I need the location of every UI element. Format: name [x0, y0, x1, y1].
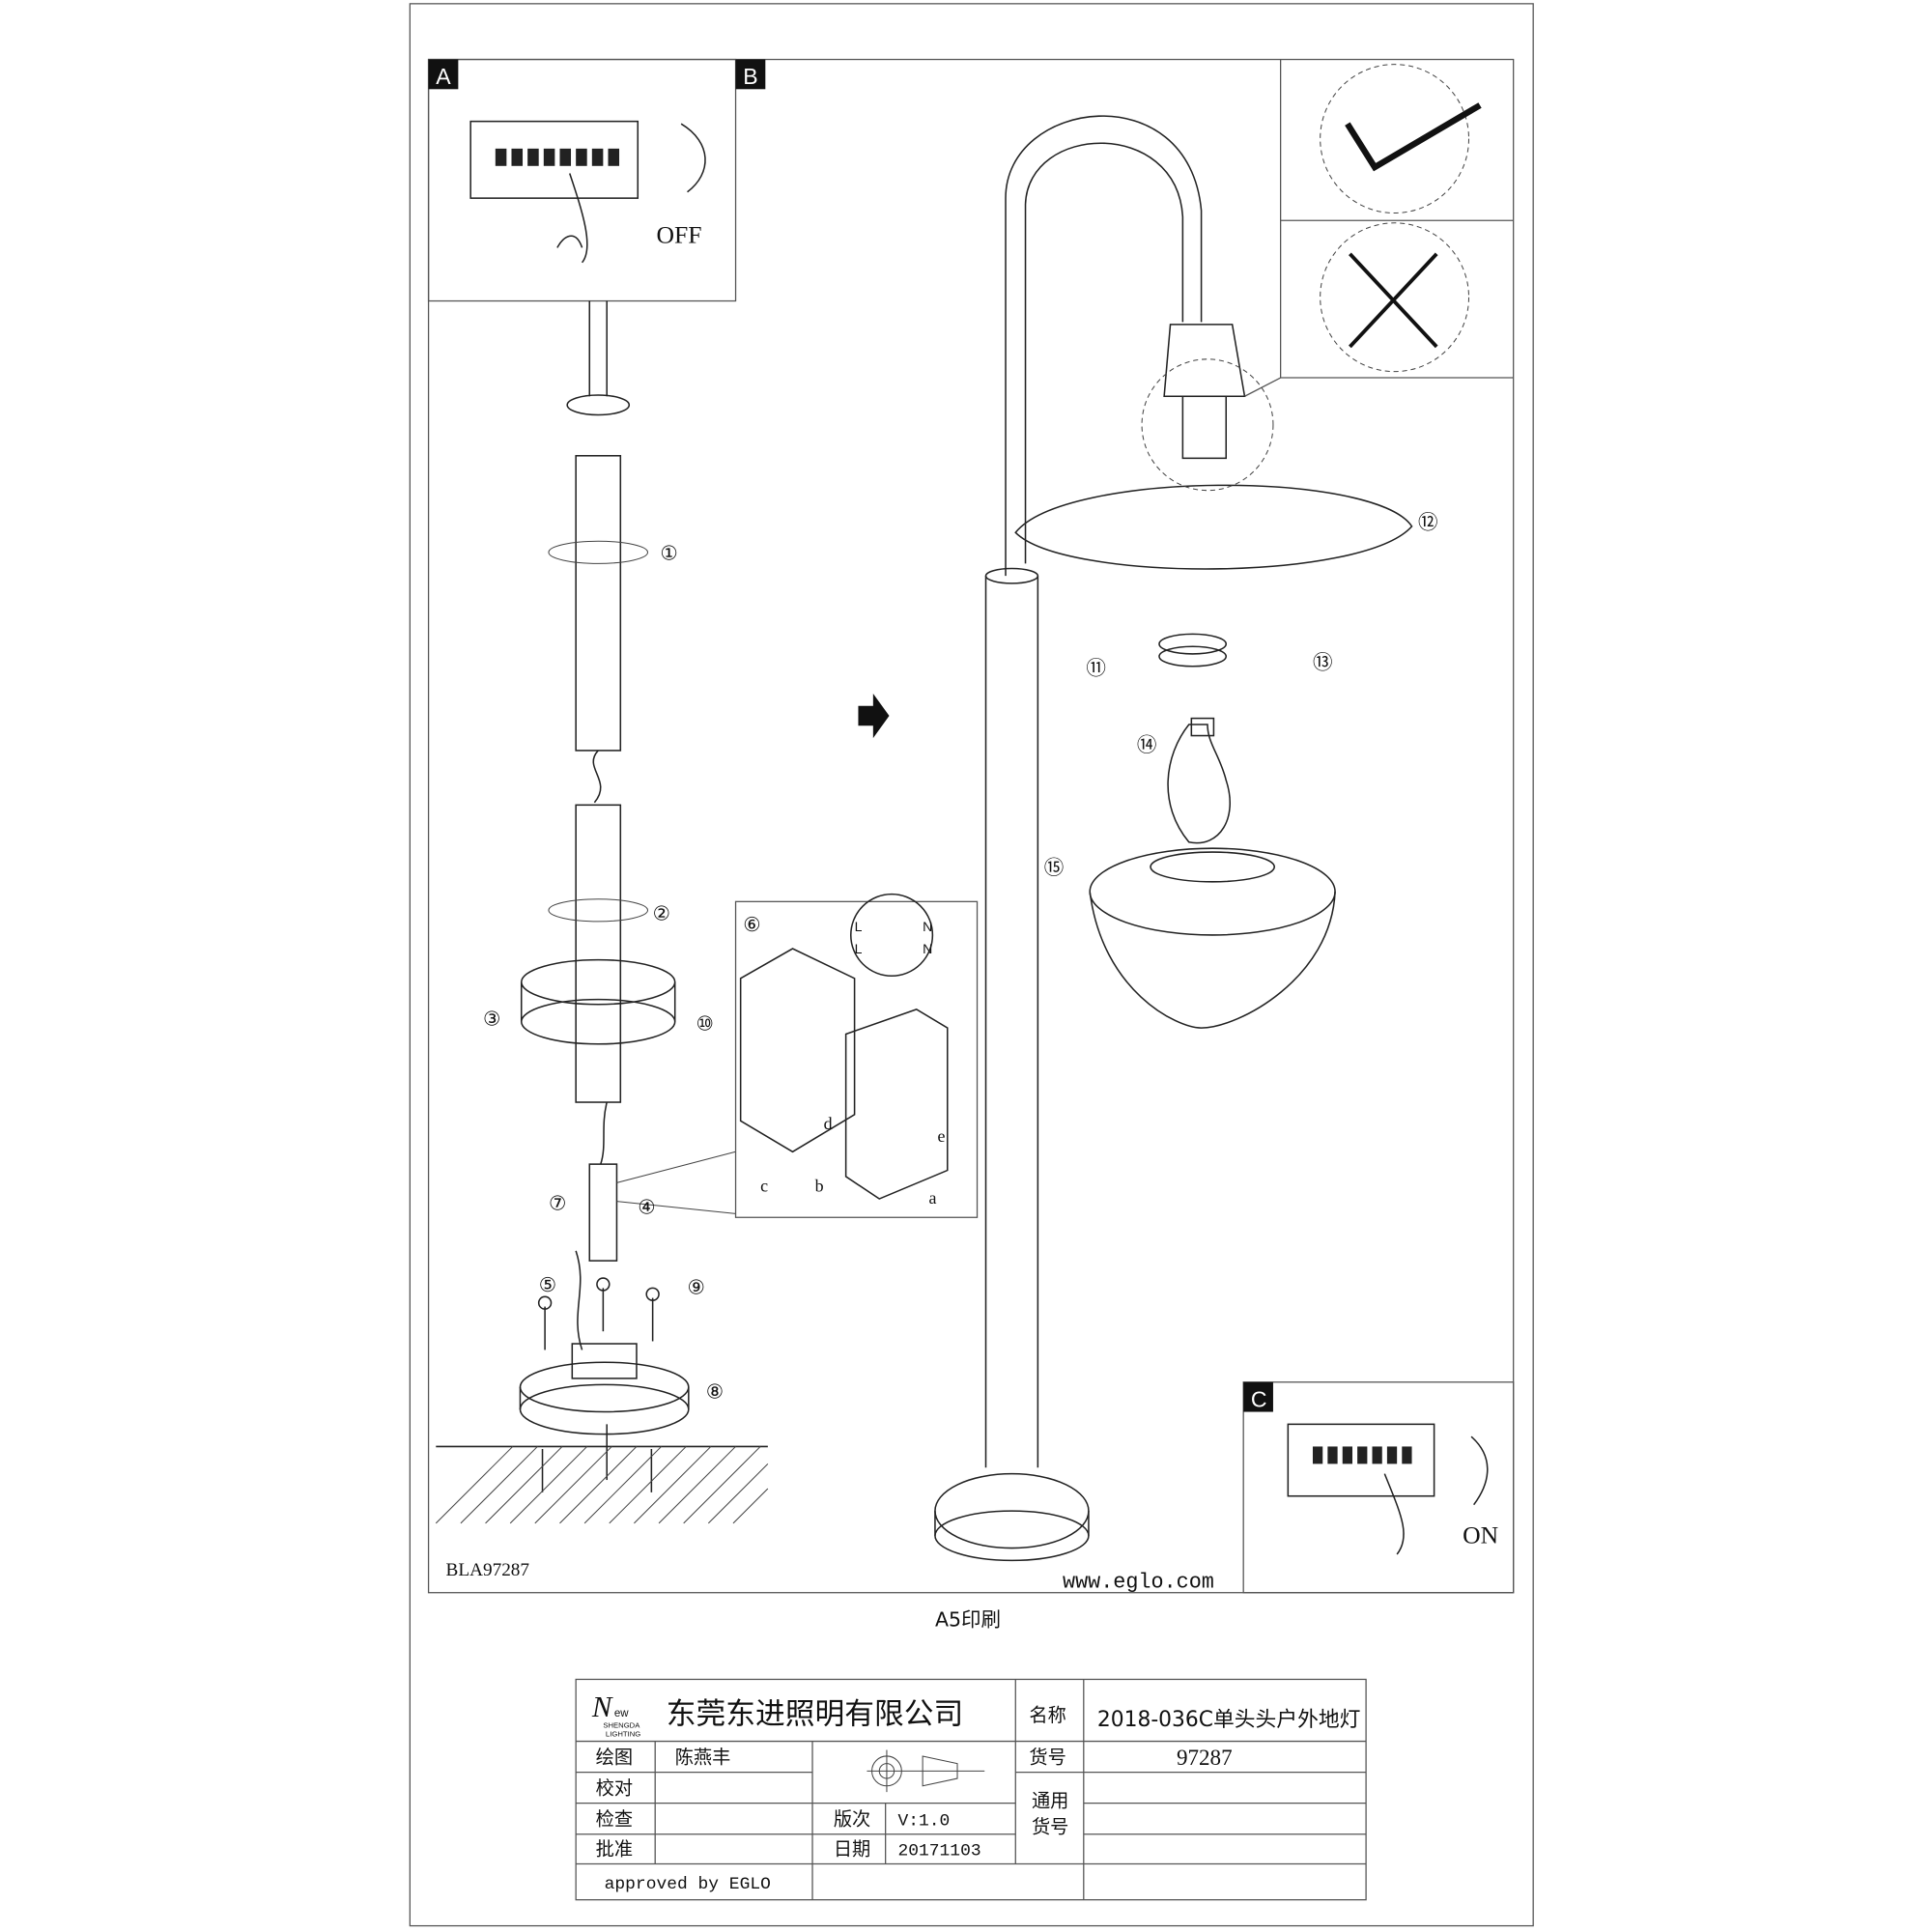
title-block: N ew SHENGDA LIGHTING 东莞东进照明有限公司 名称 2018… [575, 1678, 1367, 1901]
panel-b-label: B [743, 64, 757, 89]
date-label: 日期 [834, 1838, 870, 1861]
step-4: ④ [638, 1197, 655, 1218]
on-label: ON [1463, 1520, 1498, 1548]
step-6: ⑥ [743, 915, 760, 936]
projection-symbol-icon [867, 1749, 985, 1793]
incorrect-cross-icon [1349, 252, 1438, 349]
screw-icons [537, 1277, 660, 1492]
step-12: ⑫ [1418, 511, 1438, 533]
terminal-n-label-2: N [923, 941, 932, 956]
circuit-breaker-icon-c [1287, 1423, 1435, 1555]
step-8: ⑧ [706, 1381, 724, 1403]
item-value: 97287 [1177, 1745, 1233, 1770]
terminal-l-label: L [855, 919, 863, 934]
step-a: a [929, 1188, 937, 1208]
step-15: ⑮ [1044, 857, 1064, 879]
item-label: 货号 [1029, 1747, 1065, 1769]
date-value: 20171103 [897, 1842, 980, 1861]
name-value: 2018-036C单头头户外地灯 [1097, 1708, 1361, 1732]
step-3: ③ [483, 1009, 500, 1031]
svg-text:ew: ew [614, 1708, 629, 1719]
svg-text:SHENGDA: SHENGDA [603, 1720, 640, 1729]
panel-b-badge [735, 59, 766, 90]
panel-a-switch-off: A OFF [427, 58, 737, 302]
version-label: 版次 [834, 1808, 870, 1831]
company-logo: N ew SHENGDA LIGHTING [591, 1690, 640, 1739]
terminal-l-label-2: L [855, 941, 863, 956]
step-14: ⑭ [1137, 734, 1157, 756]
glass-shade [1089, 891, 1336, 1029]
version-value: V:1.0 [897, 1812, 950, 1832]
bulb-icon [1167, 724, 1231, 844]
rotate-arrow-icon-c [1470, 1435, 1489, 1506]
correct-check-icon [1345, 102, 1482, 172]
assembled-lamp [934, 115, 1413, 1562]
step-7: ⑦ [549, 1194, 566, 1215]
step-9: ⑨ [688, 1278, 705, 1299]
step-10: ⑩ [696, 1014, 714, 1036]
step-1: ① [660, 543, 677, 564]
website-link: www.eglo.com [1063, 1571, 1214, 1595]
step-11: ⑪ [1086, 658, 1106, 680]
name-label: 名称 [1029, 1704, 1065, 1726]
circuit-breaker-icon [469, 120, 639, 264]
drawn-label: 绘图 [596, 1747, 633, 1769]
sheet-border [409, 3, 1534, 1927]
approve-label: 批准 [596, 1838, 633, 1861]
junction-box [588, 1163, 618, 1262]
drawing-frame [427, 58, 1515, 1594]
exploded-pole-assembly [435, 300, 769, 1524]
approved-by: approved by EGLO [605, 1875, 771, 1894]
company-name: 东莞东进照明有限公司 [667, 1697, 964, 1732]
check-label: 检查 [596, 1808, 633, 1831]
rotate-arrow-icon [680, 123, 706, 193]
wiring-detail-inset: L N L N ⑥ c b a d e [734, 893, 979, 1218]
panel-a-label: A [436, 64, 451, 89]
print-note: A5印刷 [935, 1607, 1001, 1631]
proof-label: 校对 [596, 1777, 633, 1800]
step-13: ⑬ [1313, 651, 1333, 673]
bulb-fit-check-insets [1244, 59, 1514, 397]
step-b: b [815, 1176, 824, 1195]
panel-c-label: C [1251, 1386, 1267, 1411]
terminal-n-label: N [923, 919, 932, 934]
model-code: BLA97287 [446, 1560, 530, 1580]
common-item-label-1: 通用 [1032, 1790, 1068, 1812]
terminal-block-icon [850, 893, 934, 978]
svg-text:LIGHTING: LIGHTING [606, 1729, 640, 1738]
step-2: ② [653, 904, 670, 925]
step-c: c [760, 1176, 768, 1195]
step-d: d [824, 1114, 833, 1133]
off-label: OFF [656, 220, 701, 248]
drawn-value: 陈燕丰 [675, 1747, 731, 1769]
panel-c-switch-on: C ON [1242, 1381, 1515, 1594]
step-e: e [938, 1126, 946, 1146]
svg-text:N: N [591, 1690, 613, 1723]
next-step-arrow-icon [858, 693, 890, 739]
step-5: ⑤ [539, 1275, 556, 1296]
common-item-label-2: 货号 [1032, 1815, 1068, 1837]
ground-hatch [435, 1445, 769, 1524]
